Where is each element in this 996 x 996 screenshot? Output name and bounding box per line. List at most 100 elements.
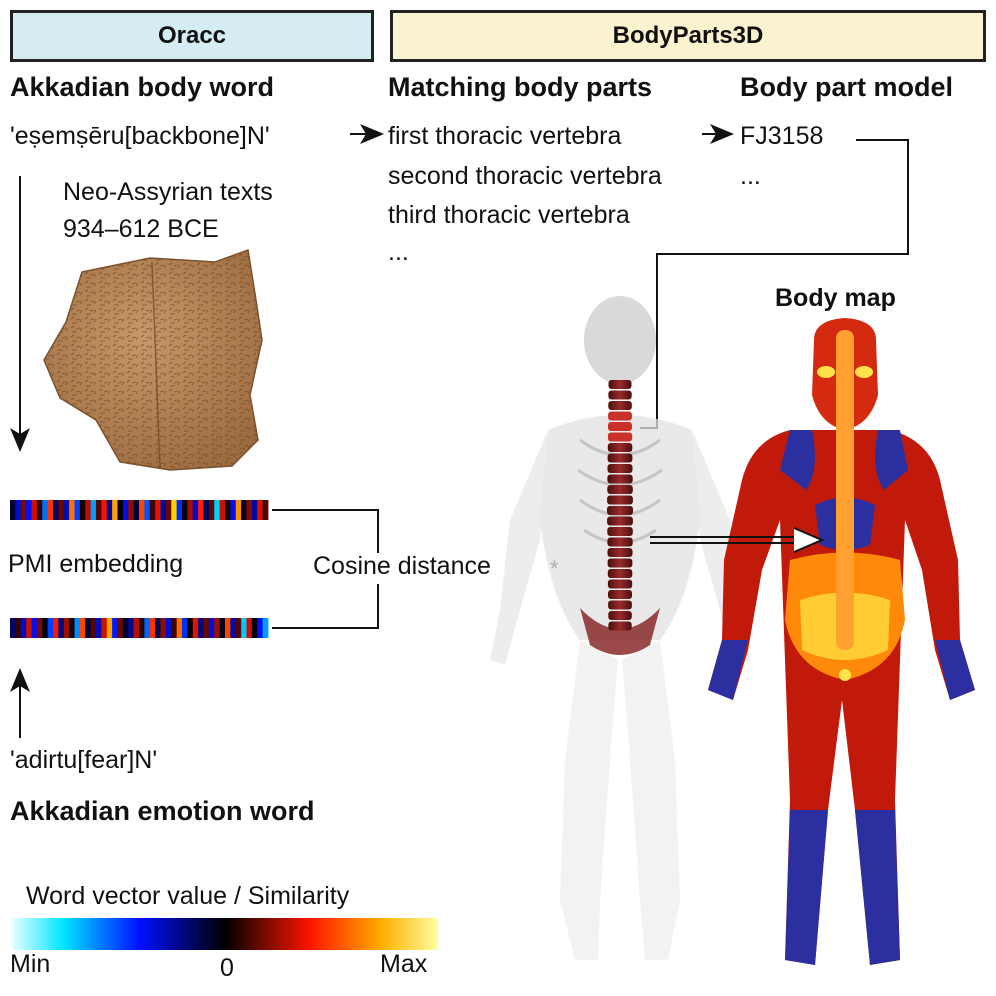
- vector-cell: [176, 618, 183, 638]
- vector-cell: [96, 618, 102, 638]
- akkadian-body-word-title: Akkadian body word: [10, 72, 275, 102]
- vertebra: [607, 495, 633, 505]
- vector-cell: [85, 500, 92, 520]
- vector-cell: [122, 500, 129, 520]
- vector-cell: [128, 618, 135, 638]
- vertebra: [607, 579, 633, 589]
- vector-cell: [58, 618, 65, 638]
- body-word-vector-bar: [10, 500, 269, 520]
- vector-cell: [192, 500, 199, 520]
- vector-cell: [112, 618, 118, 638]
- vector-cell: [133, 500, 140, 520]
- emotion-word: 'adirtu[fear]N': [10, 746, 158, 774]
- vector-cell: [96, 500, 102, 520]
- clay-tablet-image: [43, 248, 263, 471]
- vector-cell: [36, 500, 43, 520]
- vector-cell: [63, 618, 70, 638]
- vertebra: [607, 432, 633, 442]
- vector-cell: [53, 500, 59, 520]
- vector-cell: [225, 500, 231, 520]
- vector-cell: [219, 618, 226, 638]
- matching-part-2: second thoracic vertebra: [388, 162, 662, 190]
- vector-cell: [149, 500, 156, 520]
- vertebra: [607, 506, 633, 515]
- vertebra: [608, 611, 632, 620]
- matching-part-more: ...: [388, 238, 409, 266]
- vector-cell: [122, 618, 129, 638]
- legend-zero-label: 0: [220, 954, 234, 982]
- vector-cell: [235, 500, 242, 520]
- vertebra: [608, 600, 632, 610]
- vector-cell: [128, 500, 135, 520]
- vector-cell: [139, 500, 145, 520]
- vector-cell: [219, 500, 226, 520]
- legend-min-label: Min: [10, 950, 51, 978]
- vector-cell: [192, 618, 199, 638]
- vector-cell: [165, 500, 172, 520]
- oracc-header-label: Oracc: [157, 22, 227, 49]
- vector-cell: [63, 500, 70, 520]
- vertebra: [607, 527, 633, 536]
- vector-cell: [214, 500, 221, 520]
- vector-cell: [241, 500, 247, 520]
- vector-cell: [10, 500, 16, 520]
- bodyparts3d-header-label: BodyParts3D: [612, 22, 764, 49]
- vector-cell: [69, 500, 75, 520]
- vector-cell: [230, 500, 237, 520]
- matching-part-1: first thoracic vertebra: [388, 122, 622, 150]
- spine-highlight: [607, 380, 633, 631]
- legend-max-label: Max: [380, 950, 428, 978]
- vector-cell: [47, 618, 54, 638]
- vector-cell: [90, 618, 97, 638]
- vertebra: [608, 380, 632, 389]
- cosine-bracket-lower: [272, 584, 379, 629]
- body-map-image: [708, 318, 975, 965]
- vector-cell: [198, 500, 204, 520]
- vector-cell: [144, 500, 151, 520]
- vertebra: [608, 401, 632, 410]
- vector-cell: [208, 618, 215, 638]
- vector-cell: [241, 618, 247, 638]
- vector-cell: [31, 500, 38, 520]
- akkadian-emotion-word-title: Akkadian emotion word: [10, 796, 315, 826]
- vector-cell: [171, 618, 178, 638]
- vertebra: [607, 516, 633, 526]
- vector-cell: [214, 618, 221, 638]
- vector-cell: [262, 500, 269, 520]
- vector-cell: [246, 618, 253, 638]
- cosine-distance-label: Cosine distance: [313, 552, 491, 580]
- vector-cell: [69, 618, 75, 638]
- vector-cell: [139, 618, 145, 638]
- vector-cell: [251, 500, 258, 520]
- vector-cell: [58, 500, 65, 520]
- bodyparts3d-header: BodyParts3D: [390, 10, 986, 62]
- oracc-header: Oracc: [10, 10, 374, 62]
- vector-cell: [117, 500, 124, 520]
- vector-cell: [42, 618, 49, 638]
- vector-cell: [160, 500, 167, 520]
- vector-cell: [36, 618, 43, 638]
- vector-cell: [20, 500, 27, 520]
- vector-cell: [165, 618, 172, 638]
- vector-cell: [182, 500, 188, 520]
- vertebra: [608, 621, 632, 631]
- vector-cell: [144, 618, 151, 638]
- vector-cell: [257, 500, 264, 520]
- body-part-model-title: Body part model: [740, 72, 954, 102]
- vector-cell: [155, 618, 161, 638]
- vector-cell: [235, 618, 242, 638]
- vector-cell: [246, 500, 253, 520]
- model-id: FJ3158: [740, 122, 824, 150]
- vector-cell: [106, 500, 113, 520]
- vector-cell: [149, 618, 156, 638]
- vector-cell: [203, 500, 210, 520]
- vector-cell: [15, 618, 22, 638]
- vector-cell: [262, 618, 269, 638]
- vector-cell: [26, 500, 32, 520]
- body-word: 'eṣemṣēru[backbone]N': [10, 122, 270, 150]
- vector-cell: [171, 500, 178, 520]
- matching-body-parts-title: Matching body parts: [388, 72, 653, 102]
- arrow-skeleton-to-body-map: [650, 527, 825, 553]
